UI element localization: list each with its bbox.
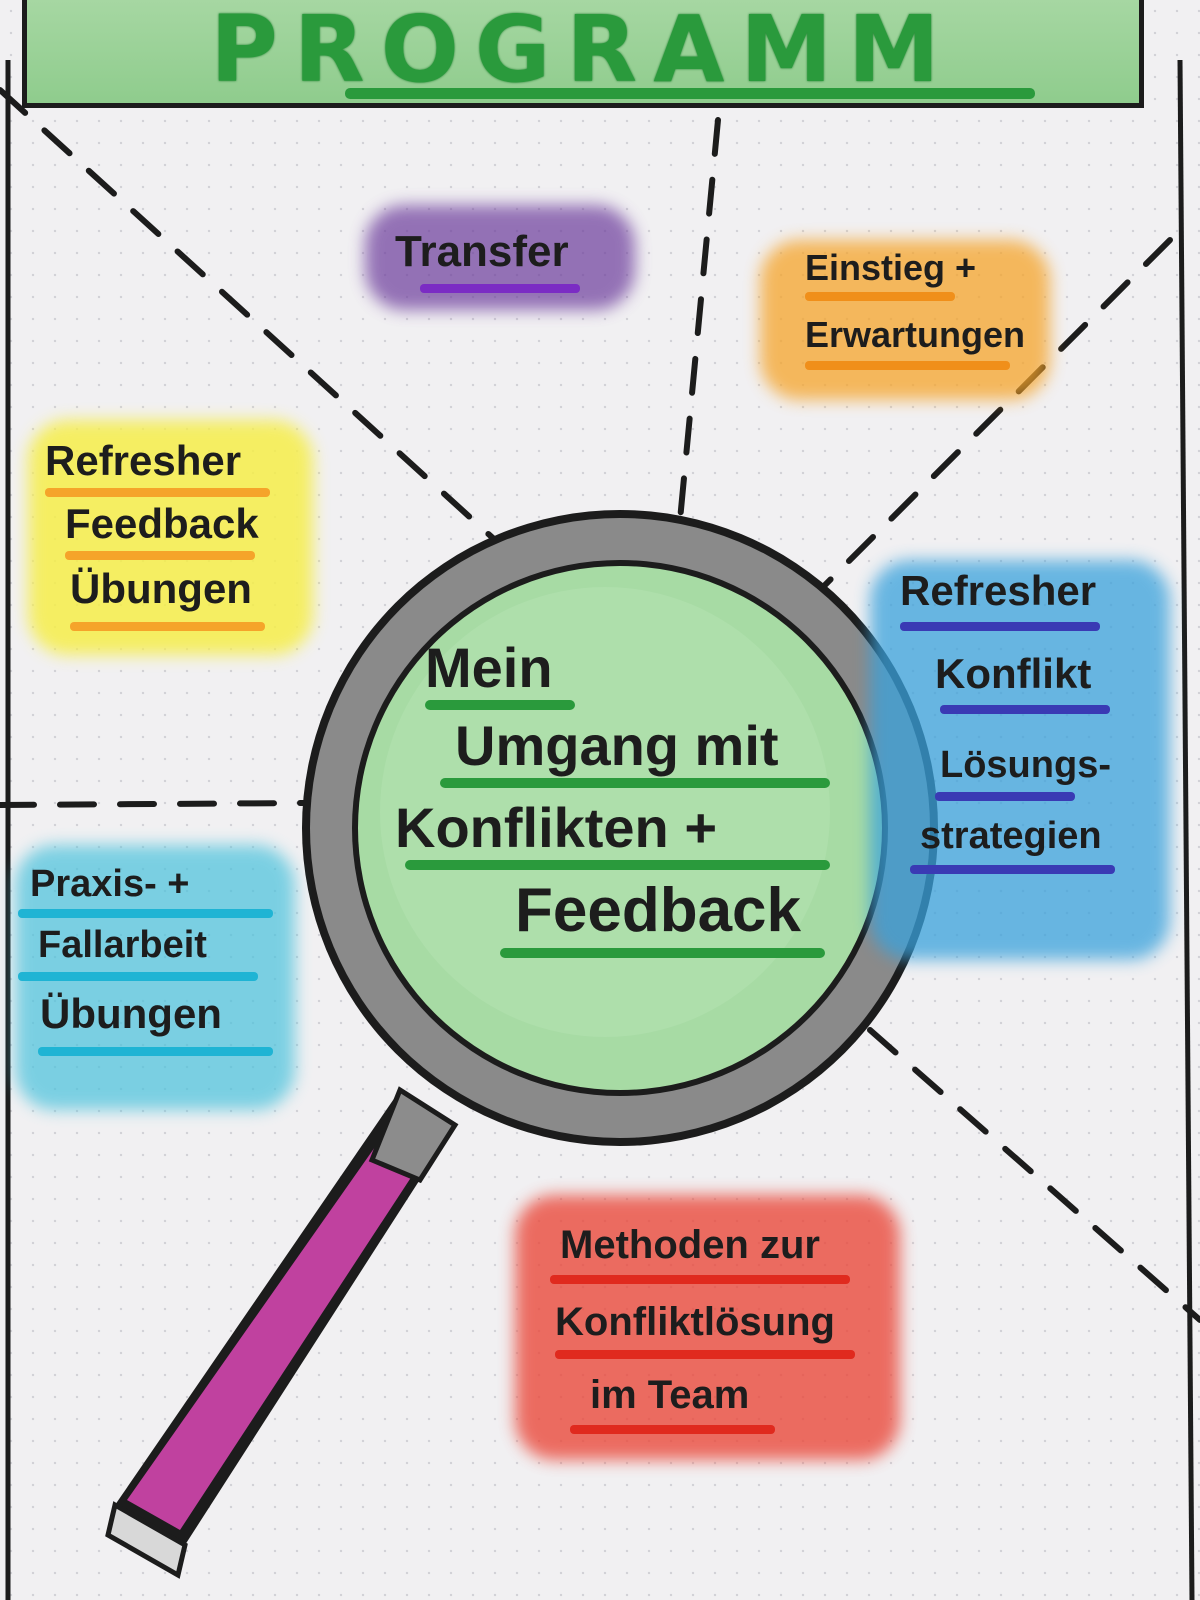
divider-bottom-right (867, 1027, 1200, 1323)
refresher-konflikt-line-1: Refresher (900, 567, 1097, 614)
praxis-line-1: Praxis- + (30, 863, 190, 905)
methoden-highlight (515, 1195, 900, 1460)
refresher-konflikt-underline-2 (940, 705, 1110, 714)
divider-left (0, 800, 308, 808)
divider-top (677, 117, 721, 523)
center-line-1: Mein (425, 636, 553, 699)
refresher-konflikt-underline-3 (935, 792, 1075, 801)
refresher-feedback-underline-2 (65, 551, 255, 560)
praxis-line-3: Übungen (40, 990, 222, 1037)
refresher-feedback-highlight (28, 420, 313, 655)
einstieg-line-1: Einstieg + (805, 247, 977, 288)
divider-top-left (0, 87, 498, 543)
refresher-feedback-line-2: Feedback (65, 500, 259, 547)
frame-right-line (1177, 59, 1195, 1600)
divider-top-right (817, 237, 1173, 593)
praxis-underline-3 (38, 1047, 273, 1056)
einstieg-highlight (760, 240, 1050, 400)
center-underline-4 (500, 948, 825, 958)
title-banner: PROGRAMM (22, 0, 1144, 108)
einstieg-line-2: Erwartungen (805, 314, 1026, 355)
section-einstieg: Einstieg + Erwartungen (805, 250, 1025, 370)
methoden-underline-2 (555, 1350, 855, 1359)
refresher-konflikt-underline-1 (900, 622, 1100, 631)
refresher-konflikt-line-3: Lösungs- (940, 744, 1111, 786)
center-line-3: Konflikten + (395, 796, 718, 859)
methoden-underline-3 (570, 1425, 775, 1434)
center-line-4: Feedback (515, 876, 802, 945)
praxis-line-2: Fallarbeit (38, 924, 207, 966)
center-line-2: Umgang mit (455, 714, 779, 777)
center-underline-1 (425, 700, 575, 710)
methoden-underline-1 (550, 1275, 850, 1284)
refresher-konflikt-line-4: strategien (920, 815, 1102, 857)
dashed-dividers (0, 87, 1200, 1323)
section-methoden: Methoden zur Konfliktlösung im Team (550, 1223, 855, 1434)
section-praxis: Praxis- + Fallarbeit Übungen (18, 863, 273, 1056)
magnifier-handle (105, 1086, 459, 1579)
title-underline (345, 88, 1035, 99)
section-refresher-konflikt: Refresher Konflikt Lösungs- strategien (900, 570, 1115, 874)
section-refresher-feedback: Refresher Feedback Übungen (45, 440, 270, 631)
center-underline-2 (440, 778, 830, 788)
refresher-feedback-underline-1 (45, 488, 270, 497)
refresher-konflikt-underline-4 (910, 865, 1115, 874)
praxis-underline-1 (18, 909, 273, 918)
transfer-line-1: Transfer (395, 227, 569, 276)
center-topic: Mein Umgang mit Konflikten + Feedback (395, 640, 865, 958)
einstieg-underline-2 (805, 361, 1010, 370)
einstieg-underline-1 (805, 292, 955, 301)
center-underline-3 (405, 860, 830, 870)
praxis-underline-2 (18, 972, 258, 981)
section-transfer: Transfer (395, 230, 580, 293)
transfer-underline (420, 284, 580, 293)
methoden-line-3: im Team (590, 1373, 750, 1417)
refresher-feedback-line-1: Refresher (45, 437, 242, 484)
page-title: PROGRAMM (210, 0, 956, 103)
methoden-line-1: Methoden zur (560, 1223, 820, 1267)
refresher-feedback-underline-3 (70, 622, 265, 631)
magnifier-lens (302, 510, 938, 1146)
methoden-line-2: Konfliktlösung (555, 1300, 835, 1344)
refresher-konflikt-line-2: Konflikt (935, 650, 1092, 697)
refresher-feedback-line-3: Übungen (70, 565, 252, 612)
